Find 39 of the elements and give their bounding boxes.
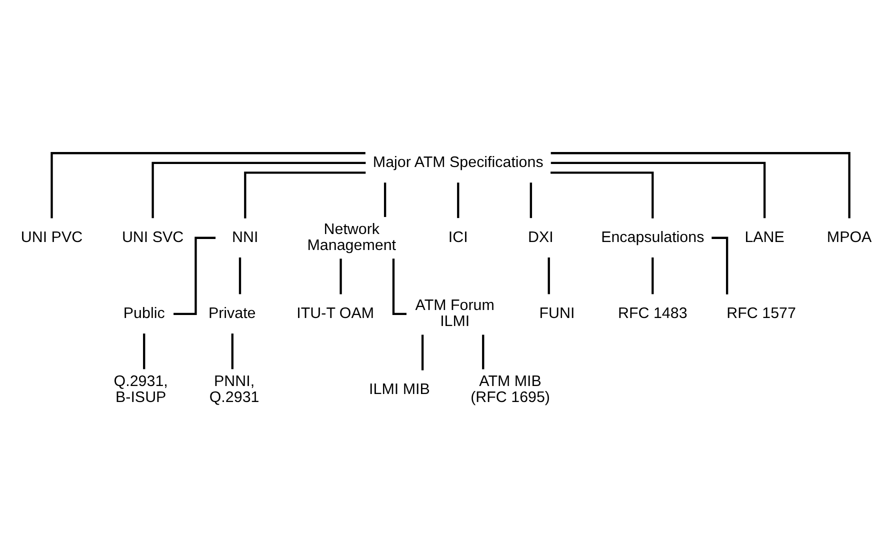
connector xyxy=(384,182,386,217)
node-text: ILMI MIB xyxy=(369,381,430,398)
node-text: MPOA xyxy=(826,228,872,246)
connector xyxy=(457,182,460,218)
node-text: Q.2931, B-ISUP xyxy=(114,372,168,406)
node-text: PNNI, Q.2931 xyxy=(209,372,260,406)
connector xyxy=(550,162,766,218)
node-text: Major ATM Specifications xyxy=(372,154,544,171)
node-text: ATM MIB (RFC 1695) xyxy=(470,372,550,406)
node-text: Network Management xyxy=(307,220,396,254)
connector xyxy=(530,182,532,218)
connector xyxy=(152,162,366,218)
connector xyxy=(421,334,424,370)
connector xyxy=(548,257,550,294)
connector xyxy=(244,172,366,218)
connector xyxy=(231,334,234,370)
node-text: ICI xyxy=(448,228,468,246)
node-text: NNI xyxy=(232,228,258,246)
connector xyxy=(550,172,654,218)
node-text: DXI xyxy=(528,228,554,246)
connector xyxy=(143,334,146,370)
connector xyxy=(50,152,366,218)
connector xyxy=(174,236,216,316)
node-text: RFC 1577 xyxy=(726,304,796,322)
node-text: LANE xyxy=(744,228,784,246)
node-text: ATM Forum ILMI xyxy=(415,296,494,330)
connector xyxy=(550,152,850,218)
node-text: FUNI xyxy=(539,304,575,322)
connector xyxy=(482,334,484,370)
connector xyxy=(652,257,654,294)
node-text: Private xyxy=(208,304,256,322)
node-text: RFC 1483 xyxy=(618,304,688,322)
connector xyxy=(238,257,242,294)
node-text: UNI PVC xyxy=(20,228,83,246)
node-text: Public xyxy=(123,304,165,322)
node-text: Encapsulations xyxy=(601,228,704,246)
connector xyxy=(340,258,342,294)
node-text: UNI SVC xyxy=(122,228,184,246)
node-text: ITU-T OAM xyxy=(296,304,374,322)
